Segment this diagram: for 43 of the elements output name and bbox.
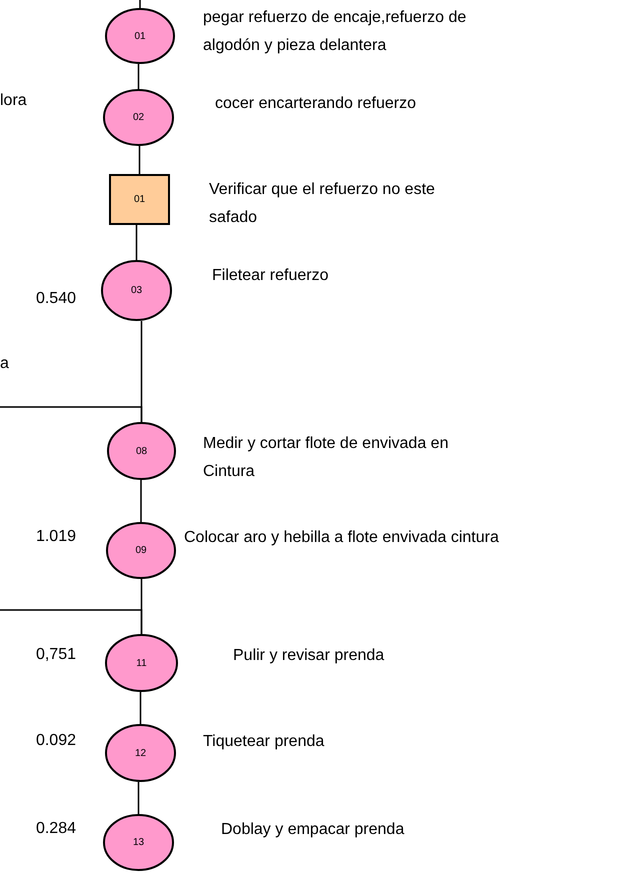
cut-off-text: a [0, 355, 9, 373]
time-value: 0.092 [34, 732, 76, 750]
operation-circle [107, 422, 176, 480]
operation-circle [103, 89, 174, 146]
operation-number: 02 [132, 112, 144, 123]
connector-line [136, 225, 138, 260]
connector-line [138, 146, 140, 174]
operation-number: 12 [134, 748, 146, 758]
operation-circle [106, 522, 176, 579]
operation-number: 13 [132, 837, 144, 848]
operation-number: 08 [136, 446, 148, 456]
connector-line [139, 0, 141, 8]
step-description: Colocar aro y hebilla a flote envivada cintura [184, 528, 500, 548]
operation-circle [101, 260, 172, 321]
time-value: 0.540 [34, 290, 76, 308]
step-description: Medir y cortar flote de envivada en Cintura [203, 434, 450, 482]
operation-number: 09 [135, 545, 147, 556]
time-value: 0,751 [34, 646, 76, 664]
step-description: cocer encarterando refuerzo [215, 94, 417, 114]
operation-circle [103, 814, 174, 871]
connector-line [140, 692, 142, 724]
step-description: Doblay y empacar prenda [221, 820, 406, 840]
connector-line [0, 406, 142, 422]
step-description: Verificar que el refuerzo no este safado [209, 180, 436, 228]
step-description: Pulir y revisar prenda [233, 646, 386, 666]
operation-circle [105, 634, 178, 692]
operation-circle [105, 8, 175, 64]
inspection-box [109, 174, 170, 225]
step-description: pegar refuerzo de encaje,refuerzo de algodón y pieza delantera [203, 8, 468, 56]
operation-number: 03 [130, 285, 142, 296]
cut-off-text: lora [0, 92, 27, 110]
step-description: Filetear refuerzo [212, 266, 330, 286]
step-description: Tiquetear prenda [203, 732, 326, 752]
connector-line [138, 64, 140, 89]
operation-circle [105, 724, 176, 782]
connector-line [140, 480, 142, 522]
operation-number: 01 [134, 194, 146, 205]
operation-number: 01 [134, 30, 146, 42]
time-value: 1.019 [34, 528, 76, 546]
operation-number: 11 [136, 658, 147, 668]
connector-line [0, 609, 142, 634]
connector-line [138, 782, 140, 814]
time-value: 0.284 [34, 820, 76, 838]
